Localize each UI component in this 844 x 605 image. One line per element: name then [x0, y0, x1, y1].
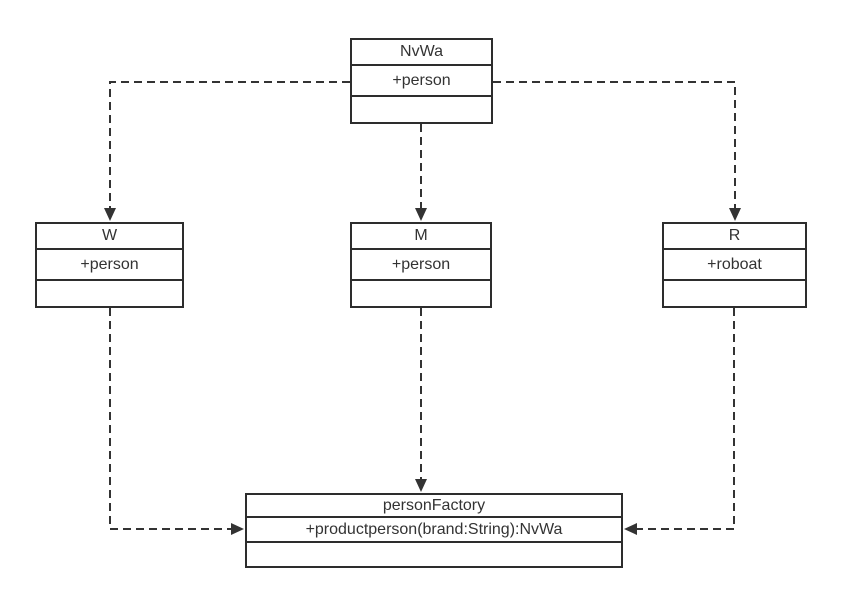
dependency-arrow-m-to-personfactory[interactable]: [415, 308, 427, 492]
arrowhead-right-icon: [231, 523, 244, 535]
class-member: +person: [37, 248, 182, 279]
arrowhead-down-icon: [104, 208, 116, 221]
class-member: +person: [352, 248, 490, 279]
class-member: +roboat: [664, 248, 805, 279]
arrowhead-down-icon: [415, 208, 427, 221]
class-name: NvWa: [400, 43, 443, 60]
class-name: M: [414, 227, 428, 244]
class-empty-compartment: [37, 279, 182, 306]
dependency-arrow-nvwa-to-w[interactable]: [104, 81, 350, 221]
class-empty-compartment: [352, 279, 490, 306]
class-empty-compartment: [664, 279, 805, 306]
class-member: +productperson(brand:String):NvWa: [247, 516, 621, 541]
class-empty-compartment: [247, 541, 621, 566]
class-name: R: [728, 227, 741, 244]
uml-class-m[interactable]: M +person: [350, 222, 492, 308]
arrowhead-down-icon: [415, 479, 427, 492]
uml-class-w[interactable]: W +person: [35, 222, 184, 308]
uml-class-nvwa[interactable]: NvWa +person: [350, 38, 493, 124]
arrowhead-down-icon: [729, 208, 741, 221]
dashed-line: [109, 81, 350, 208]
class-name: W: [101, 227, 118, 244]
uml-class-personfactory[interactable]: personFactory +productperson(brand:Strin…: [245, 493, 623, 568]
dependency-arrow-w-to-personfactory[interactable]: [109, 308, 244, 535]
dashed-line: [637, 308, 735, 530]
dependency-arrow-nvwa-to-m[interactable]: [415, 124, 427, 221]
dashed-line: [493, 81, 736, 208]
dependency-arrow-r-to-personfactory[interactable]: [624, 308, 735, 535]
dashed-line: [109, 308, 231, 530]
uml-class-r[interactable]: R +roboat: [662, 222, 807, 308]
class-name: personFactory: [382, 496, 486, 514]
dependency-arrow-nvwa-to-r[interactable]: [493, 81, 741, 221]
class-member: +person: [352, 64, 491, 95]
class-empty-compartment: [352, 95, 491, 122]
arrowhead-left-icon: [624, 523, 637, 535]
